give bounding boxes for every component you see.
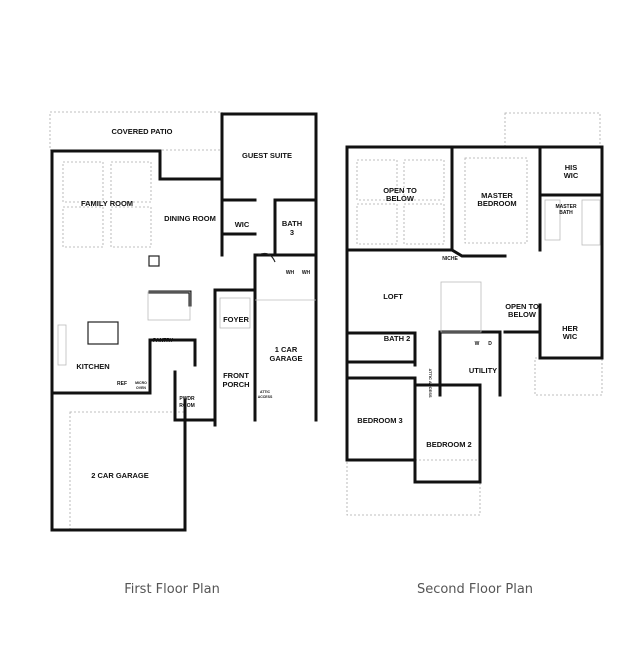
room-label-foyer: FOYER <box>223 315 249 324</box>
first-floor-caption: First Floor Plan <box>124 582 220 597</box>
room-label-front-porch: FRONT <box>223 371 249 380</box>
kitchen-island <box>87 321 119 345</box>
micro-oven-label: MICRO <box>135 381 147 385</box>
room-label-utility: UTILITY <box>469 366 497 375</box>
niche-label: NICHE <box>442 256 458 262</box>
room-label-open-to-below: OPEN TO <box>383 186 417 195</box>
room-label-pantry: PANTRY <box>153 338 174 344</box>
room-label-open-to-below-stair-2: BELOW <box>508 310 537 319</box>
water-heater-label: WH <box>302 270 311 276</box>
second-floor-caption: Second Floor Plan <box>416 582 534 597</box>
room-label-guest-suite: GUEST SUITE <box>242 151 292 160</box>
column <box>148 255 160 267</box>
first-floor-plan <box>49 111 318 532</box>
room-label-covered-patio: COVERED PATIO <box>112 127 173 136</box>
room-label-bedroom3: BEDROOM 3 <box>357 416 402 425</box>
room-label-bath2: BATH 2 <box>384 334 411 343</box>
room-label-pwdr-room: PWDR <box>179 396 195 402</box>
room-label-master-bedroom: MASTER <box>481 191 513 200</box>
room-label-his-wic: HIS <box>565 163 578 172</box>
room-label-1-car-garage: 1 CAR <box>275 345 298 354</box>
room-label-bath3-number: 3 <box>290 228 294 237</box>
micro-oven-label-2: OVEN <box>136 386 146 390</box>
room-label-his-wic-2: WIC <box>564 171 579 180</box>
stairs <box>440 281 482 333</box>
room-label-wic: WIC <box>235 220 250 229</box>
room-label-master-bedroom-2: BEDROOM <box>477 199 516 208</box>
attic-access-label: ATTIC <box>260 390 271 394</box>
room-label-loft: LOFT <box>383 292 403 301</box>
ref-label: REF <box>117 381 127 387</box>
dryer-label: D <box>488 341 492 347</box>
room-label-open-to-below-2: BELOW <box>386 194 415 203</box>
room-label-kitchen: KITCHEN <box>76 362 109 371</box>
washer-label: W <box>475 341 480 347</box>
room-label-bath3: BATH <box>282 219 302 228</box>
room-label-front-porch-2: PORCH <box>222 380 249 389</box>
room-label-1-car-garage-2: GARAGE <box>270 354 303 363</box>
room-label-dining-room: DINING ROOM <box>164 214 216 223</box>
room-label-2-car-garage: 2 CAR GARAGE <box>91 471 149 480</box>
room-label-her-wic-2: WIC <box>563 332 578 341</box>
room-label-master-bath-2: BATH <box>559 210 573 216</box>
second-floor-plan <box>345 112 604 516</box>
room-label-her-wic: HER <box>562 324 578 333</box>
attic-access-label: ATTIC ACCESS <box>428 368 433 397</box>
room-label-bedroom2: BEDROOM 2 <box>426 440 471 449</box>
room-label-pwdr-room-2: ROOM <box>179 403 195 409</box>
water-heater-label: WH <box>286 270 295 276</box>
room-label-open-to-below-stair: OPEN TO <box>505 302 539 311</box>
attic-access-label-2: ACCESS <box>258 395 273 399</box>
stairs <box>147 291 191 321</box>
room-label-family-room: FAMILY ROOM <box>81 199 133 208</box>
room-label-master-bath: MASTER <box>555 204 577 210</box>
